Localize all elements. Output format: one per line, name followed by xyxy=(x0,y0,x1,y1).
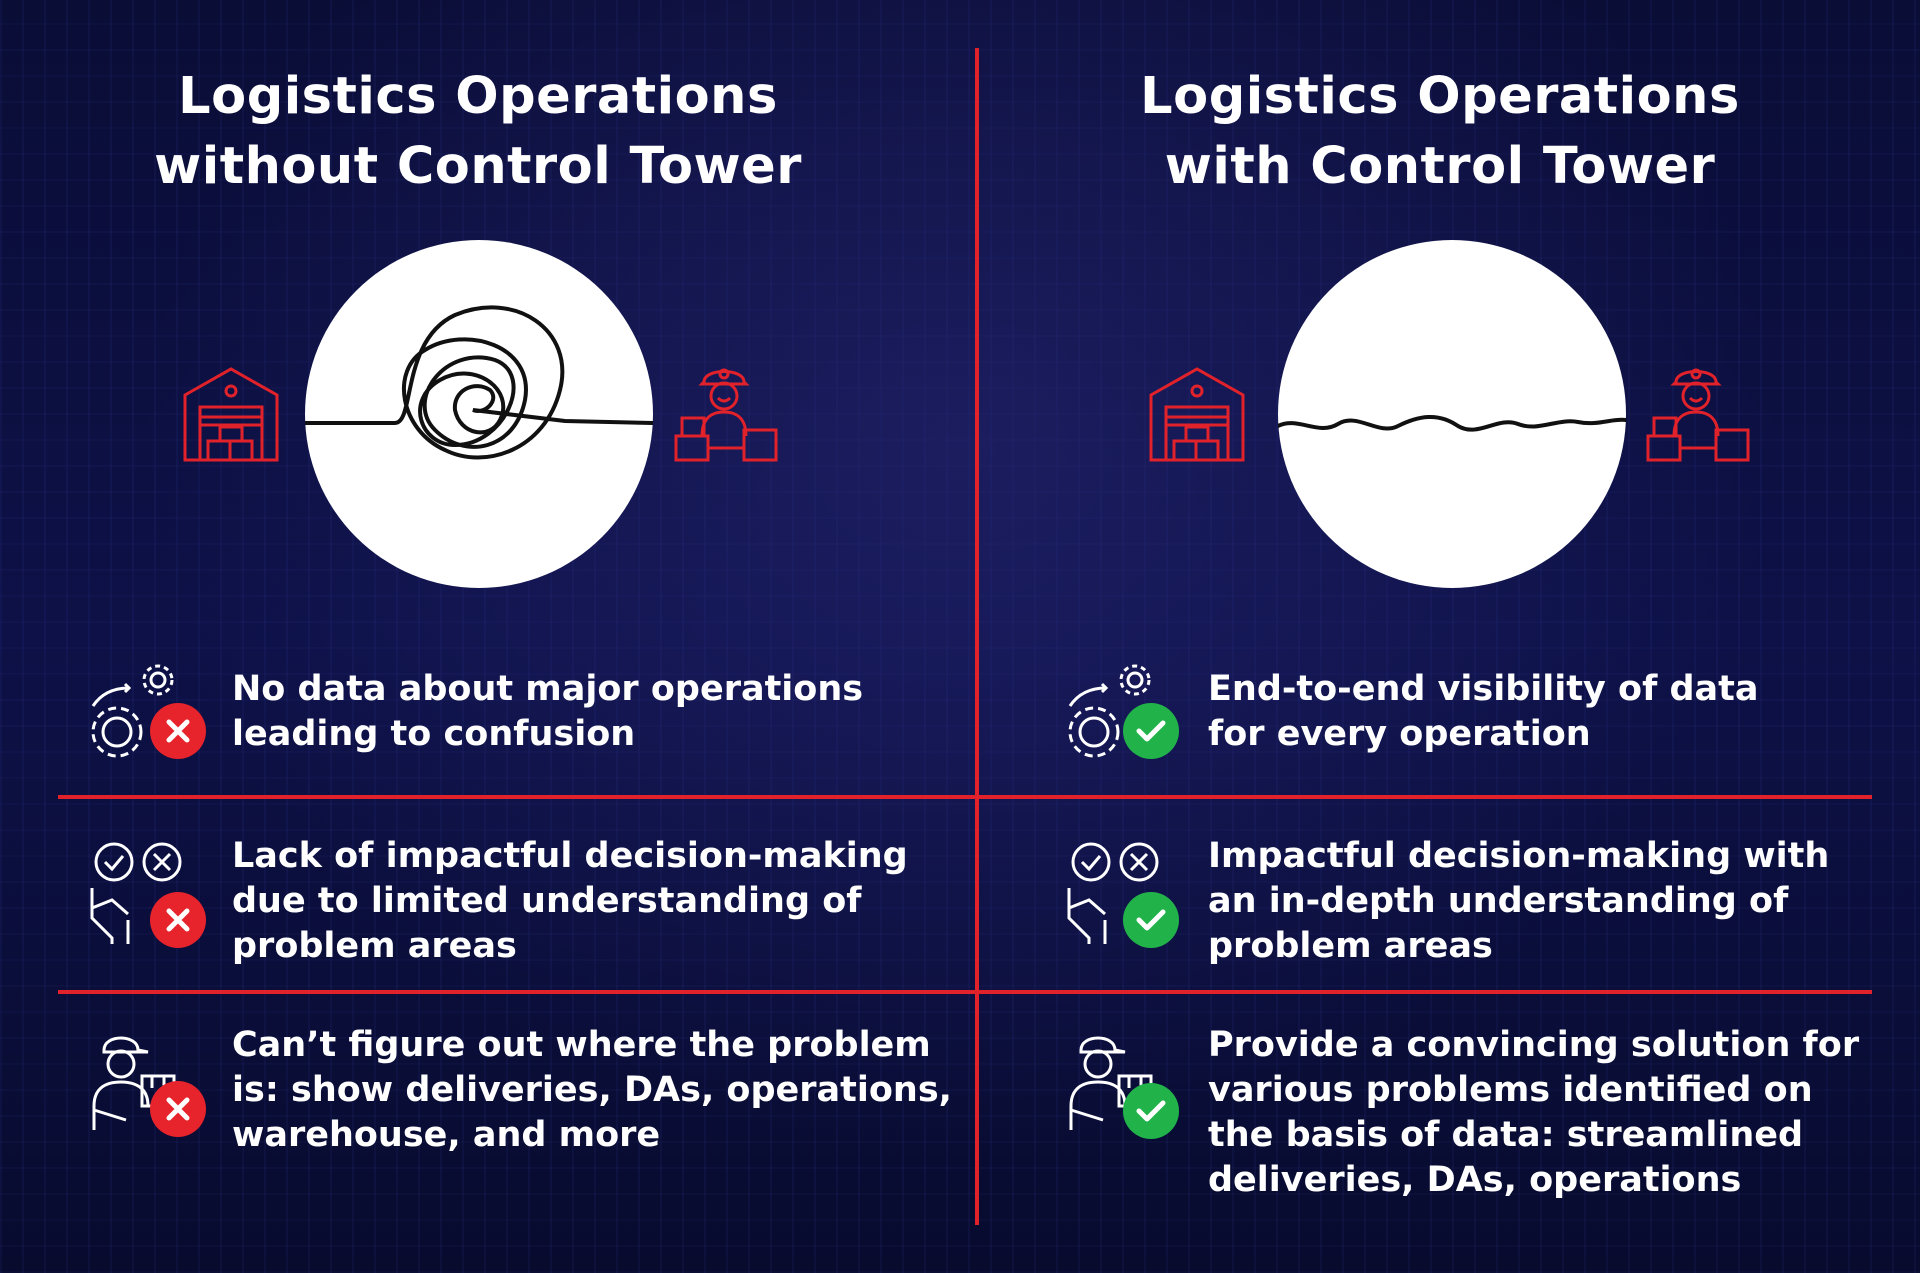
warehouse-icon xyxy=(182,365,280,468)
courier-icon xyxy=(1644,360,1754,469)
wavy-line-icon xyxy=(1278,414,1626,432)
right-item-2-text: Impactful decision-making with an in-dep… xyxy=(1208,836,1830,966)
hand-decision-icon xyxy=(1065,838,1165,949)
warehouse-icon xyxy=(1148,365,1246,468)
left-item-1-text: No data about major operations leading t… xyxy=(232,669,864,754)
check-icon xyxy=(1123,1083,1179,1139)
left-item-3-text: Can’t figure out where the problem is: s… xyxy=(232,1025,952,1155)
vertical-divider xyxy=(975,48,979,1225)
cross-icon xyxy=(150,703,206,759)
clarity-circle xyxy=(1278,240,1626,588)
right-title: Logistics Operations with Control Tower xyxy=(1140,67,1740,196)
cross-icon xyxy=(150,892,206,948)
gears-icon xyxy=(1062,660,1162,765)
check-icon xyxy=(1123,892,1179,948)
horizontal-divider-2 xyxy=(58,990,1872,994)
left-item-2-text: Lack of impactful decision-making due to… xyxy=(232,836,908,966)
right-item-3-text: Provide a convincing solution for variou… xyxy=(1208,1025,1860,1200)
cross-icon xyxy=(150,1081,206,1137)
courier-icon xyxy=(672,360,782,469)
check-icon xyxy=(1123,703,1179,759)
tangled-line-icon xyxy=(305,305,653,460)
chaos-circle xyxy=(305,240,653,588)
left-title: Logistics Operations without Control Tow… xyxy=(154,67,802,196)
horizontal-divider-1 xyxy=(58,795,1872,799)
right-item-1-text: End-to-end visibility of data for every … xyxy=(1208,669,1759,754)
gears-icon xyxy=(85,660,185,765)
hand-decision-icon xyxy=(88,838,188,949)
